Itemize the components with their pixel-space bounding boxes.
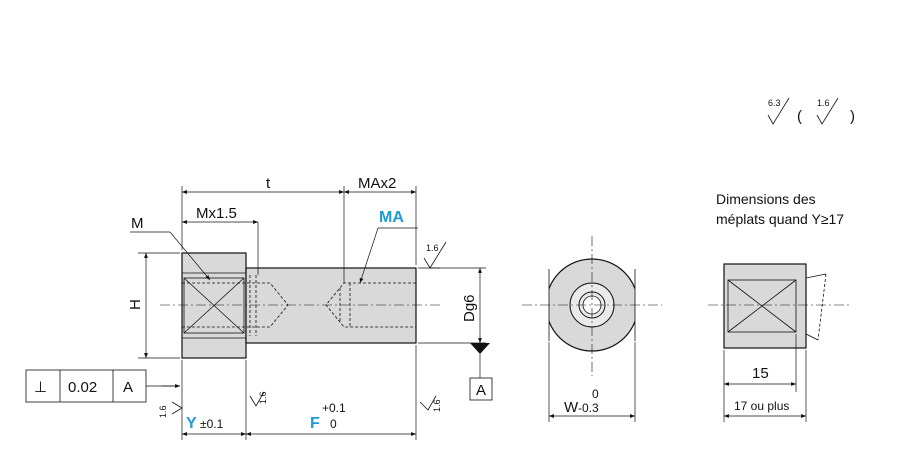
perpendicularity-icon: ⊥ <box>34 379 47 396</box>
tolerance-value: 0.02 <box>68 379 97 396</box>
finish-top-value: 1.6 <box>426 243 439 253</box>
side-view: t MAx2 Mx1.5 M MA H Dg6 A 1.6 <box>127 175 493 440</box>
dim-MAx2-label: MAx2 <box>358 175 396 192</box>
dim-15-label: 15 <box>752 365 769 382</box>
datum-triangle-icon <box>470 343 490 354</box>
finish-mid-icon <box>249 391 265 407</box>
finish-open-paren: ( <box>797 108 802 125</box>
dim-H-label: H <box>127 299 144 310</box>
finish-check-icon <box>767 97 790 125</box>
tol-F-lower: 0 <box>330 417 337 431</box>
tol-Y: ±0.1 <box>200 417 224 431</box>
finish-general-value: 6.3 <box>768 98 781 108</box>
label-MA: MA <box>379 209 404 226</box>
dim-t-label: t <box>266 175 271 192</box>
flats-note-line1: Dimensions des <box>716 191 816 207</box>
label-Y: Y <box>186 415 197 432</box>
finish-y-icon <box>171 401 183 415</box>
finish-close-paren: ) <box>850 108 855 125</box>
dim-Mx15-label: Mx1.5 <box>196 205 237 222</box>
tolerance-frame: ⊥ 0.02 A <box>25 369 180 403</box>
end-view: W 0 -0.3 <box>522 236 662 422</box>
finish-mid-value: 1.6 <box>258 391 268 404</box>
finish-right-icon <box>419 395 437 411</box>
finish-right-value: 1.6 <box>432 399 442 412</box>
datum-box <box>469 377 493 401</box>
shaft <box>245 267 417 344</box>
datum-A-label: A <box>476 382 486 399</box>
tol-W-lower: -0.3 <box>578 401 599 415</box>
tol-W-upper: 0 <box>592 387 599 401</box>
flats-view: Dimensions des méplats quand Y≥17 15 17 … <box>708 191 850 422</box>
finish-alt-value: 1.6 <box>817 98 830 108</box>
dim-Dg6-label: Dg6 <box>461 294 478 322</box>
tolerance-datum: A <box>123 379 133 396</box>
dim-17-label: 17 ou plus <box>734 399 789 413</box>
label-M: M <box>131 215 144 232</box>
finish-check-alt-icon <box>816 97 839 125</box>
dim-W-label: W <box>564 399 579 416</box>
hex-socket <box>183 277 245 334</box>
general-surface-finish: 6.3 ( 1.6 ) <box>767 97 855 125</box>
label-F: F <box>310 415 320 432</box>
flats-block <box>723 263 807 349</box>
flats-note-line2: méplats quand Y≥17 <box>716 211 844 227</box>
finish-y-value: 1.6 <box>158 405 168 418</box>
tol-F-upper: +0.1 <box>322 401 346 415</box>
